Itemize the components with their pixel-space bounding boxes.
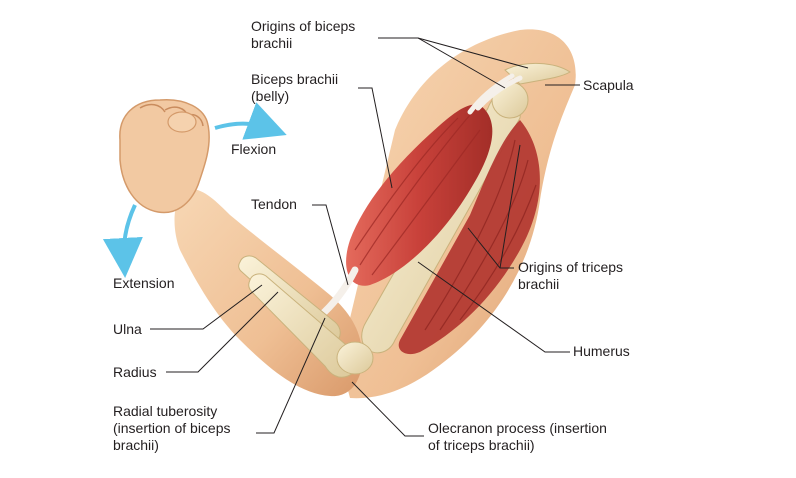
label-origins-of-triceps: Origins of triceps brachii <box>518 259 624 292</box>
label-tendon: Tendon <box>251 196 297 212</box>
biceps-origin-tendons <box>467 73 523 115</box>
thumb <box>167 111 197 133</box>
elbow-joint <box>336 341 374 375</box>
label-humerus: Humerus <box>573 343 630 359</box>
leader-origins-triceps-2 <box>499 144 521 269</box>
flexion-arrow <box>214 102 287 140</box>
label-olecranon-process: Olecranon process (insertion of triceps … <box>428 420 607 453</box>
leader-origins-biceps-2 <box>417 37 529 69</box>
triceps-muscle <box>398 120 540 355</box>
leader-radial-tuberosity <box>256 317 326 434</box>
biceps-fibers <box>354 114 481 276</box>
leader-lines <box>150 37 580 437</box>
leader-radius <box>166 291 279 373</box>
ulna-bone <box>248 273 358 378</box>
leader-ulna <box>150 284 263 330</box>
label-radius: Radius <box>113 364 157 380</box>
leader-humerus <box>417 261 570 353</box>
label-extension: Extension <box>113 275 175 291</box>
label-scapula: Scapula <box>583 77 634 93</box>
leader-tendon <box>312 204 349 286</box>
biceps-muscle <box>346 104 493 286</box>
label-radial-tuberosity: Radial tuberosity (insertion of biceps b… <box>113 403 231 453</box>
label-origins-of-biceps: Origins of biceps brachii <box>251 18 356 51</box>
label-ulna: Ulna <box>113 321 142 337</box>
label-biceps-belly: Biceps brachii (belly) <box>251 71 339 104</box>
label-flexion: Flexion <box>231 141 277 157</box>
leader-biceps-belly <box>358 87 393 189</box>
leader-olecranon <box>351 381 424 437</box>
extension-arrow <box>102 204 143 278</box>
triceps-fibers <box>424 139 537 331</box>
